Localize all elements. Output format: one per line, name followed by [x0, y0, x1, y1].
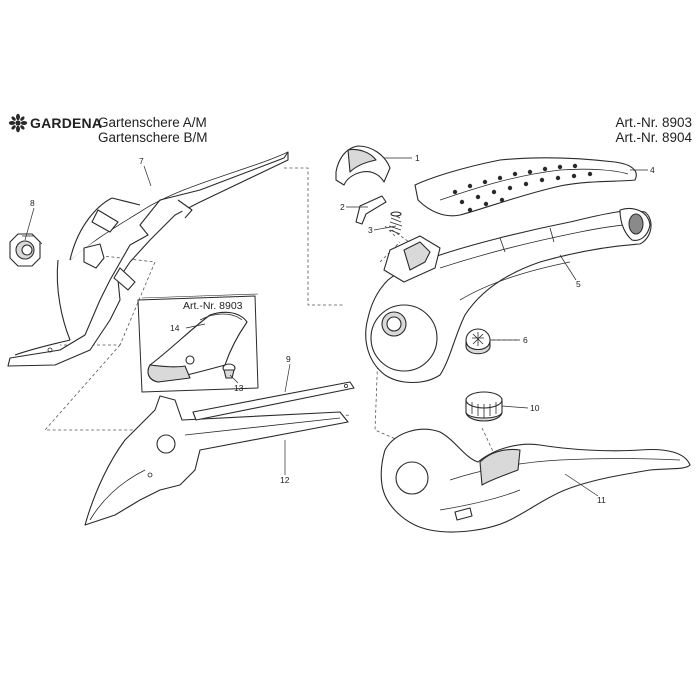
- callout-11: 11: [597, 495, 606, 505]
- callout-8: 8: [30, 198, 35, 208]
- callout-4: 4: [650, 165, 655, 175]
- nut-part-8: [9, 233, 43, 267]
- callout-13: 13: [234, 383, 244, 393]
- grip-cover-part-4: [414, 157, 637, 217]
- article-number-2: Art.-Nr. 8904: [615, 130, 692, 145]
- article-number-1: Art.-Nr. 8903: [615, 115, 692, 130]
- blade-cover-part-14: [147, 311, 248, 383]
- leader-lines: [24, 157, 648, 497]
- brand-name: GARDENA: [30, 115, 103, 131]
- brand-logo: GARDENA: [8, 113, 102, 133]
- screw-part-13: [222, 363, 236, 379]
- lower-blade-part-12: [84, 395, 349, 526]
- callout-6: 6: [523, 335, 528, 345]
- upper-handle-part-5: [365, 207, 652, 384]
- callout-9: 9: [286, 354, 291, 364]
- catch-part-2: [355, 195, 387, 225]
- inset-article-number: Art.-Nr. 8903: [183, 300, 243, 312]
- spring-part-3: [388, 211, 403, 235]
- adjusting-wheel-part-10: [465, 391, 503, 422]
- callout-5: 5: [576, 279, 581, 289]
- callout-14: 14: [170, 323, 180, 333]
- callout-1: 1: [415, 153, 420, 163]
- callout-2: 2: [340, 202, 345, 212]
- callout-7: 7: [139, 156, 144, 166]
- cap-part-1: [335, 145, 391, 186]
- product-title-b: Gartenschere B/M: [98, 130, 208, 145]
- screw-part-6: [465, 328, 491, 355]
- product-title-a: Gartenschere A/M: [98, 115, 207, 130]
- spring-strip-part-9: [192, 381, 355, 421]
- grip-dots: [452, 163, 593, 213]
- lower-handle-part-11: [380, 428, 691, 533]
- callout-10: 10: [530, 403, 540, 413]
- callout-12: 12: [280, 475, 290, 485]
- gardena-flower-icon: [8, 113, 28, 133]
- callout-numbers: 1 2 3 4 5 6 7 8 9 10 11 12 13 14: [30, 153, 655, 505]
- callout-3: 3: [368, 225, 373, 235]
- upper-blade-part-7: [7, 151, 289, 367]
